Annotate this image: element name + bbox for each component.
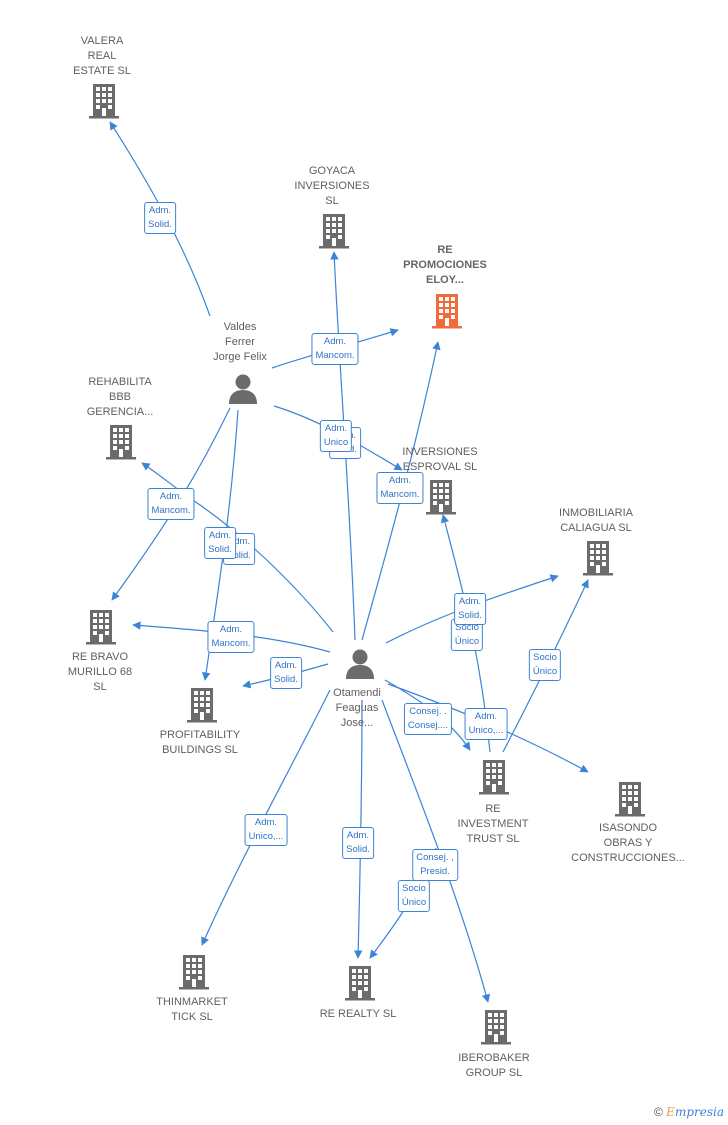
edge-label-otamendi-thinmarket[interactable]: Adm. Unico,... <box>244 814 288 846</box>
edge-label-otamendi-caliagua[interactable]: Adm. Solid. <box>454 593 486 625</box>
edge-label-valdes-esproval[interactable]: Adm. Unico <box>319 420 353 452</box>
node-label-isasondo[interactable]: ISASONDO OBRAS Y CONSTRUCCIONES... <box>571 822 685 864</box>
brand-logo-initial: E <box>666 1105 675 1119</box>
edge-label-reinvestment-caliagua[interactable]: Socio Único <box>528 649 562 681</box>
edge-label-otamendi-isasondo[interactable]: Adm. Unico,... <box>464 708 508 740</box>
brand-logo-rest: mpresia <box>674 1105 724 1119</box>
node-label-thinmarket[interactable]: THINMARKET TICK SL <box>156 996 228 1023</box>
node-label-valera[interactable]: VALERA REAL ESTATE SL <box>73 35 131 77</box>
building-icon-re-promociones <box>432 294 462 329</box>
person-icon-valdes <box>229 374 257 404</box>
copyright-symbol: © <box>653 1105 663 1119</box>
node-label-inmobiliaria-caliagua[interactable]: INMOBILIARIA CALIAGUA SL <box>559 507 633 534</box>
building-icon-iberobaker <box>481 1010 511 1045</box>
footer-brand: © Empresia <box>654 1105 724 1119</box>
node-label-re-investment[interactable]: RE INVESTMENT TRUST SL <box>457 803 529 845</box>
edge-label-otamendi-iberobaker[interactable]: Consej. , Presid. <box>412 849 458 881</box>
building-icon-isasondo <box>615 782 645 817</box>
node-label-otamendi[interactable]: Otamendi Feaguas Jose... <box>333 687 381 729</box>
edge-label-otamendi-reinvestment[interactable]: Consej. . Consej.... <box>403 703 453 735</box>
node-label-goyaca[interactable]: GOYACA INVERSIONES SL <box>294 165 370 207</box>
building-icon-rerealty <box>345 966 375 1001</box>
edge-label-valdes-goyaca[interactable]: Adm. Mancom. <box>311 333 359 365</box>
edge-label-otamendi-rerealty[interactable]: Adm. Solid. <box>342 827 374 859</box>
building-icon-caliagua <box>583 541 613 576</box>
building-icon-esproval <box>426 480 456 515</box>
edge-label-otamendi-esproval[interactable]: Adm. Mancom. <box>376 472 424 504</box>
node-label-re-realty[interactable]: RE REALTY SL <box>319 1008 397 1020</box>
building-icon-thinmarket <box>179 955 209 990</box>
building-icon-valera <box>89 84 119 119</box>
building-icon-rebravo <box>86 610 116 645</box>
edge-label-valdes-profitability[interactable]: Adm. Solid. <box>204 527 236 559</box>
edge-label-otamendi-profitability[interactable]: Adm. Solid. <box>270 657 302 689</box>
building-icon-profitability <box>187 688 217 723</box>
node-label-iberobaker[interactable]: IBEROBAKER GROUP SL <box>458 1052 530 1079</box>
building-icon-goyaca <box>319 214 349 249</box>
node-label-re-promociones[interactable]: RE PROMOCIONES ELOY... <box>403 244 487 286</box>
brand-logo: Empresia <box>666 1105 724 1119</box>
edge-otamendi-valdes <box>141 462 334 633</box>
node-label-profitability[interactable]: PROFITABILITY BUILDINGS SL <box>159 729 241 756</box>
node-label-valdes[interactable]: Valdes Ferrer Jorge Felix <box>213 321 267 363</box>
building-icon-reinvestment <box>479 760 509 795</box>
edge-label-iberobaker-rerealty[interactable]: Socio Único <box>397 880 431 912</box>
node-label-inversiones-esproval[interactable]: INVERSIONES ESPROVAL SL <box>402 446 478 473</box>
building-icon-rehabilita <box>106 425 136 460</box>
node-label-re-bravo[interactable]: RE BRAVO MURILLO 68 SL <box>67 651 133 693</box>
edge-label-valdes-valera[interactable]: Adm. Solid. <box>144 202 176 234</box>
edge-label-otamendi-rebravo[interactable]: Adm. Mancom. <box>207 621 255 653</box>
person-icon-otamendi <box>346 649 374 679</box>
node-label-rehabilita[interactable]: REHABILITA BBB GERENCIA... <box>86 376 154 418</box>
edge-label-valdes-rehabilita[interactable]: Adm. Mancom. <box>147 488 195 520</box>
